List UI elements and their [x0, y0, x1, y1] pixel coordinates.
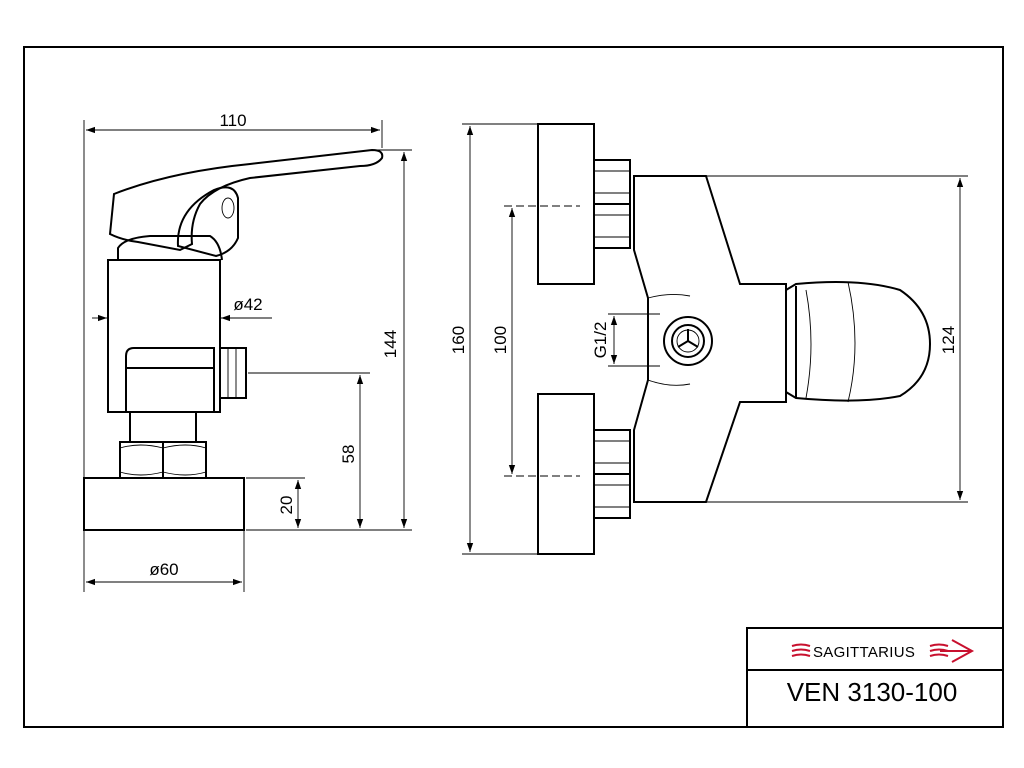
brand-name: SAGITTARIUS: [813, 644, 915, 661]
base-nut: [119, 441, 207, 479]
dim-110: 110: [219, 111, 246, 130]
dim-58: 58: [339, 445, 358, 464]
outlet-thread: [219, 347, 247, 399]
dim-dia-42: ø42: [233, 295, 262, 314]
title-block: SAGITTARIUS VEN 3130-100: [746, 627, 1004, 728]
bottom-flange: [537, 393, 595, 555]
mixer-body: [107, 259, 221, 413]
dim-144: 144: [381, 330, 400, 358]
dim-160: 160: [449, 326, 468, 354]
base-plate: [83, 477, 245, 531]
dim-124: 124: [939, 326, 958, 354]
arrow-icon: [940, 639, 975, 663]
dim-dia-60: ø60: [149, 560, 178, 579]
lever-handle: [108, 148, 384, 252]
front-view: 160 100 G1/2 124: [449, 123, 968, 555]
drawing-frame: [23, 46, 1004, 728]
dim-thread: G1/2: [591, 322, 610, 359]
bottom-nut: [593, 429, 631, 519]
top-nut: [593, 159, 631, 249]
aerator: [663, 316, 713, 366]
brand-logo: SAGITTARIUS: [791, 639, 975, 663]
front-body: [633, 175, 787, 503]
model-number: VEN 3130-100: [787, 677, 958, 707]
dim-20: 20: [277, 496, 296, 515]
front-spout: [785, 281, 932, 402]
side-view: 110 144 ø42 58 20 ø60: [83, 111, 412, 592]
dim-100: 100: [491, 326, 510, 354]
top-flange: [537, 123, 595, 285]
